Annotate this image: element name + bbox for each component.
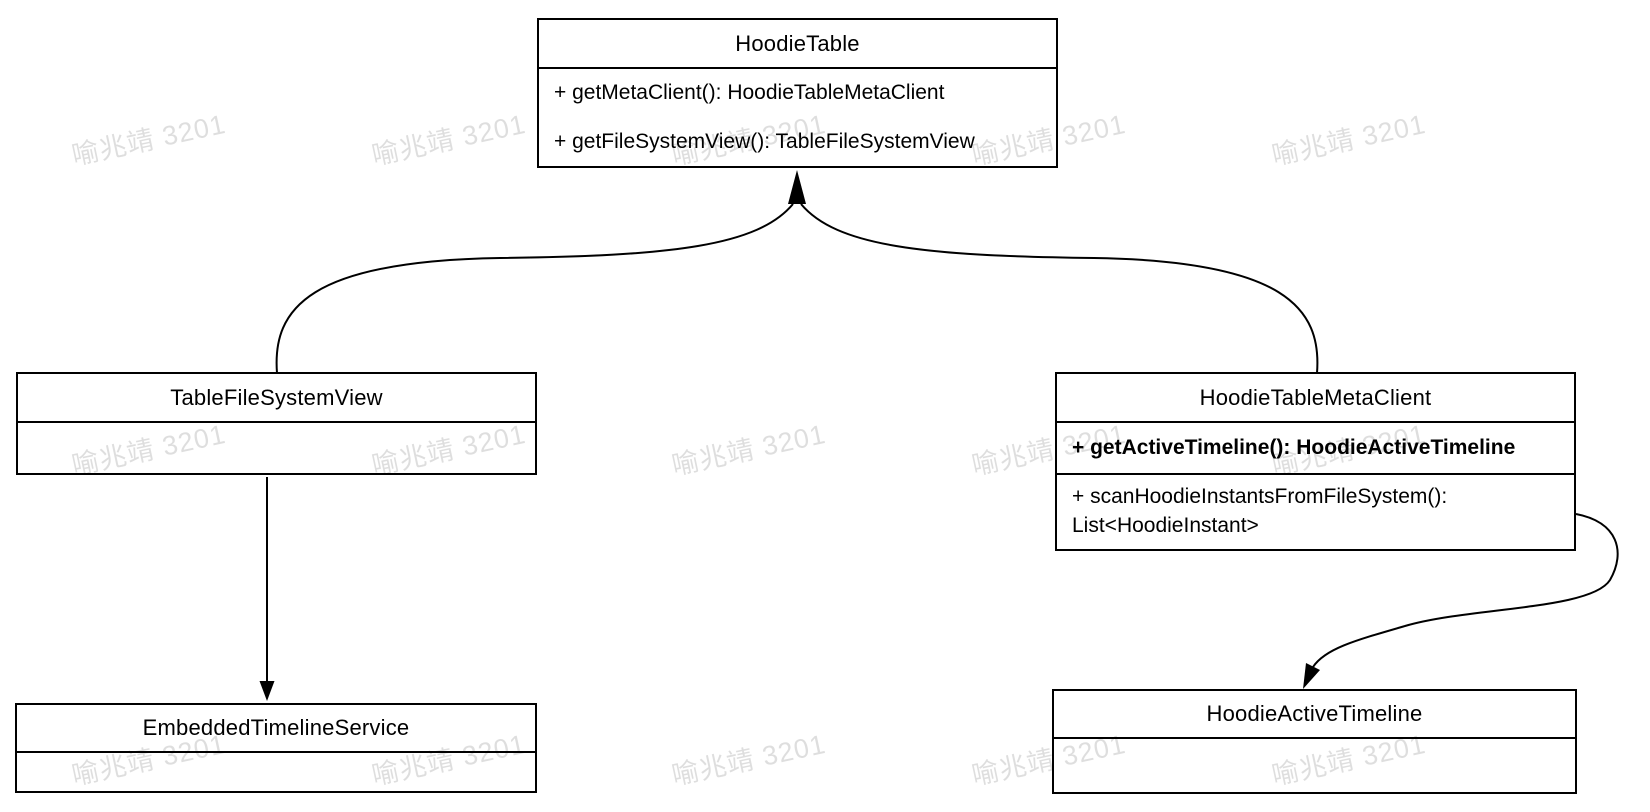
method-getfilesystemview: + getFileSystemView(): TableFileSystemVi… xyxy=(554,129,975,153)
method-scanhoodieinstants: + scanHoodieInstantsFromFileSystem(): Li… xyxy=(1057,475,1574,547)
method-line-1: + scanHoodieInstantsFromFileSystem(): xyxy=(1072,485,1448,508)
class-box-hoodieactivetimeline: HoodieActiveTimeline xyxy=(1052,689,1577,794)
edge-tablefilesystemview-to-hoodietable xyxy=(275,203,794,374)
watermark: 喻兆靖 3201 xyxy=(369,108,529,171)
class-title-embeddedtimelineservice: EmbeddedTimelineService xyxy=(17,705,535,753)
class-title-text: HoodieTableMetaClient xyxy=(1199,384,1432,410)
class-title-hoodietable: HoodieTable xyxy=(539,20,1056,69)
class-body-empty xyxy=(17,753,535,787)
class-title-text: HoodieActiveTimeline xyxy=(1206,701,1423,726)
watermark: 喻兆靖 3201 xyxy=(1269,108,1429,171)
watermark: 喻兆靖 3201 xyxy=(69,108,229,171)
edge-hoodietablemetaclient-to-hoodietable xyxy=(800,203,1319,374)
class-box-tablefilesystemview: TableFileSystemView xyxy=(16,372,537,475)
class-box-hoodietablemetaclient: HoodieTableMetaClient + getActiveTimelin… xyxy=(1055,372,1576,551)
watermark: 喻兆靖 3201 xyxy=(669,418,829,481)
method-getactivetimeline: + getActiveTimeline(): HoodieActiveTimel… xyxy=(1057,423,1574,475)
arrowhead-down-hoodieactivetimeline xyxy=(1303,663,1320,689)
class-title-text: HoodieTable xyxy=(735,30,860,56)
method-line-2: List<HoodieInstant> xyxy=(1072,514,1259,537)
watermark: 喻兆靖 3201 xyxy=(669,728,829,791)
class-box-hoodietable: HoodieTable + getMetaClient(): HoodieTab… xyxy=(537,18,1058,168)
arrowhead-down-embeddedtimelineservice xyxy=(259,681,275,701)
class-body-empty xyxy=(18,423,535,469)
class-title-text: TableFileSystemView xyxy=(170,384,383,410)
arrowhead-up-hoodietable xyxy=(788,170,806,204)
class-title-text: EmbeddedTimelineService xyxy=(142,715,410,740)
class-title-hoodietablemetaclient: HoodieTableMetaClient xyxy=(1057,374,1574,423)
class-body-empty xyxy=(1054,739,1575,788)
class-methods-hoodietable: + getMetaClient(): HoodieTableMetaClient… xyxy=(539,69,1056,166)
class-title-tablefilesystemview: TableFileSystemView xyxy=(18,374,535,423)
class-box-embeddedtimelineservice: EmbeddedTimelineService xyxy=(15,703,537,793)
class-title-hoodieactivetimeline: HoodieActiveTimeline xyxy=(1054,691,1575,739)
method-getmetaclient: + getMetaClient(): HoodieTableMetaClient xyxy=(554,81,945,105)
